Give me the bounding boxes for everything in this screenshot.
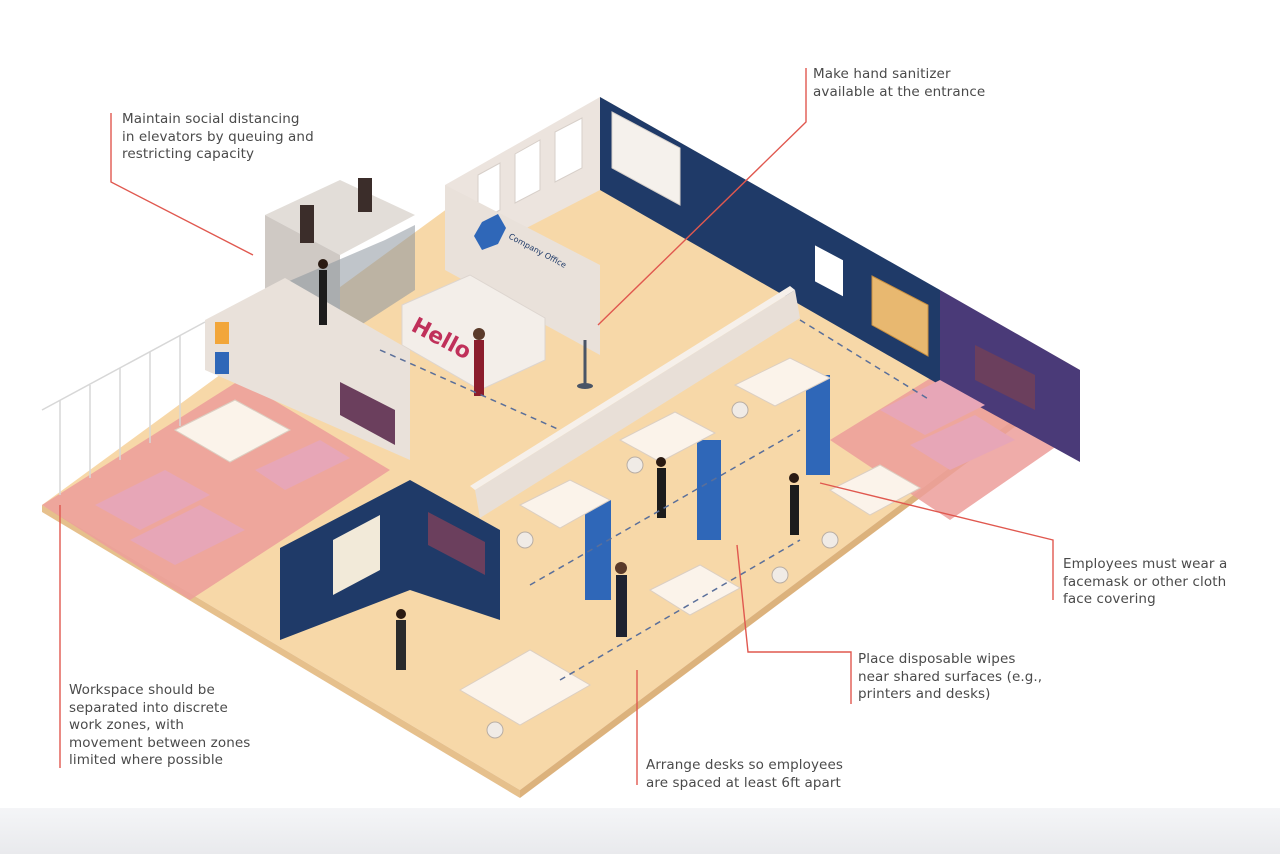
shield-sign-back [815,245,843,297]
annotation-line: printers and desks) [858,686,991,702]
annotation-line: limited where possible [69,752,224,768]
annotation-wipes: Place disposable wipes near shared surfa… [858,651,1042,704]
annotation-line: Make hand sanitizer [813,66,951,82]
annotation-line: Workspace should be [69,682,215,698]
elevator-roof [265,180,415,255]
annotation-line: available at the entrance [813,83,986,100]
company-logo-sign [474,214,506,250]
elevator-icon [300,205,314,243]
callout-sanitizer [597,68,807,326]
annotation-line: Maintain social distancing [122,111,300,127]
annotation-zones: Workspace should be separated into discr… [69,682,250,770]
back-wall-navy [600,97,940,385]
annotation-line: Place disposable wipes [858,651,1016,667]
blue-column [585,375,830,600]
callout-lines [59,68,1054,785]
distancing-markers [379,319,931,681]
desk-cluster [173,357,922,726]
callout-facemask [819,482,1054,600]
annotation-line: work zones, with [69,717,185,733]
annotation-line: movement between zones [69,734,251,751]
annotation-sanitizer: Make hand sanitizer available at the ent… [813,66,985,101]
projector-screen [611,111,681,206]
desk-chair-icon [486,401,839,739]
wall-tv [975,345,1035,410]
annotation-desks: Arrange desks so employees are spaced at… [646,757,843,792]
person-icon [318,259,799,670]
annotation-facemask: Employees must wear a facemask or other … [1063,556,1227,609]
partition-wall-long [475,290,800,518]
annotation-line: are spaced at least 6ft apart [646,774,841,791]
callout-elevators [110,113,254,256]
balcony-railing [41,321,206,495]
lounge-zone-left [42,380,390,600]
elevator-icon [358,178,372,212]
partition-wall-long-top [470,286,795,490]
wall-art [215,322,229,344]
wall-art [215,352,229,374]
annotation-line: facemask or other cloth [1063,573,1227,590]
annotation-line: separated into discrete [69,699,228,716]
sofa-icon [95,380,1015,565]
annotation-line: face covering [1063,591,1156,607]
annotation-elevators: Maintain social distancing in elevators … [122,111,314,164]
annotation-line: Arrange desks so employees [646,757,843,773]
annotation-line: near shared surfaces (e.g., [858,668,1043,685]
annotation-line: in elevators by queuing and [122,128,314,145]
bottom-fade-band [0,808,1280,854]
annotation-line: restricting capacity [122,146,255,162]
windows [477,117,583,223]
meeting-screen [428,512,485,575]
wall-tv-left [340,382,395,445]
callout-wipes [736,544,852,704]
annotation-line: Employees must wear a [1063,556,1228,572]
wall-map [871,275,929,357]
meeting-whiteboard [333,515,380,595]
